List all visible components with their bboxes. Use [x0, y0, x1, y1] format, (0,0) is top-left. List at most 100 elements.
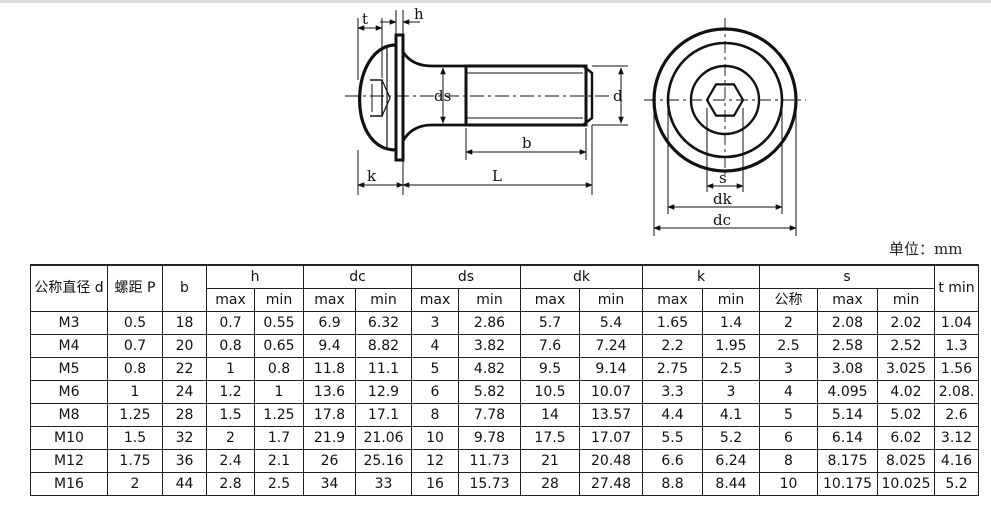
side-dimensions: [357, 10, 628, 195]
cell-dk-max: 10.5: [520, 380, 580, 404]
cell-b: 44: [162, 472, 207, 496]
subheader-s-min: min: [877, 288, 936, 312]
cell-d: M5: [30, 357, 108, 381]
cell-dc-max: 13.6: [303, 380, 356, 404]
cell-dk-min: 17.07: [579, 426, 643, 450]
cell-d: M3: [30, 311, 108, 335]
cell-h-max: 2: [206, 426, 255, 450]
cell-d: M16: [30, 472, 108, 496]
cell-s-nom: 3: [759, 357, 819, 381]
cell-p: 2: [107, 472, 163, 496]
subheader-s-nominal: 公称: [759, 288, 819, 312]
cell-s-max: 4.095: [817, 380, 879, 404]
label-d: d: [613, 87, 623, 105]
header-h: h: [206, 264, 304, 289]
head-dome: [358, 43, 397, 152]
cell-s-nom: 8: [759, 449, 819, 473]
cell-k-min: 3: [701, 380, 761, 404]
cell-h-min: 2.5: [254, 472, 304, 496]
cell-h-min: 2.1: [254, 449, 304, 473]
cell-s-min: 2.52: [877, 334, 936, 358]
cell-d: M8: [30, 403, 108, 427]
unit-label: 单位：mm: [889, 240, 963, 258]
subheader-h-min: min: [254, 288, 304, 312]
cell-h-min: 0.55: [254, 311, 304, 335]
subheader-s-max: max: [817, 288, 879, 312]
cell-ds-min: 9.78: [458, 426, 521, 450]
subheader-dc-max: max: [303, 288, 356, 312]
cell-t-min: 1.04: [934, 311, 980, 335]
cell-ds-min: 11.73: [458, 449, 521, 473]
cell-k-min: 4.1: [701, 403, 761, 427]
cell-h-max: 1.5: [206, 403, 255, 427]
cell-k-max: 5.5: [642, 426, 703, 450]
cell-s-nom: 4: [759, 380, 819, 404]
cell-ds-max: 5: [411, 357, 459, 381]
header-pitch: 螺距 P: [107, 264, 163, 312]
cell-b: 24: [162, 380, 207, 404]
header-row-1: 公称直径 d 螺距 P b h dc ds dk k s t min: [30, 264, 980, 312]
cell-h-max: 0.7: [206, 311, 255, 335]
cell-dk-max: 7.6: [520, 334, 580, 358]
header-nominal-diameter: 公称直径 d: [30, 264, 108, 312]
label-ds: ds: [434, 87, 451, 105]
cell-dk-min: 9.14: [579, 357, 643, 381]
cell-dk-max: 17.5: [520, 426, 580, 450]
cell-s-min: 5.02: [877, 403, 936, 427]
cell-ds-max: 6: [411, 380, 459, 404]
bolt-drawing: t h ds d b k L s dk dc: [345, 5, 806, 236]
cell-dc-min: 17.1: [355, 403, 412, 427]
cell-dc-max: 21.9: [303, 426, 356, 450]
header-k: k: [641, 264, 761, 289]
cell-dk-max: 14: [520, 403, 580, 427]
cell-s-nom: 6: [759, 426, 819, 450]
cell-s-nom: 5: [759, 403, 819, 427]
cell-s-nom: 10: [759, 472, 819, 496]
cell-dk-max: 5.7: [520, 311, 580, 335]
cell-ds-min: 7.78: [458, 403, 521, 427]
cell-ds-max: 8: [411, 403, 459, 427]
cell-s-min: 3.025: [877, 357, 936, 381]
cell-s-nom: 2.5: [759, 334, 819, 358]
cell-ds-max: 3: [411, 311, 459, 335]
cell-h-max: 2.4: [206, 449, 255, 473]
cell-h-min: 1: [254, 380, 304, 404]
cell-ds-max: 16: [411, 472, 459, 496]
cell-dc-max: 34: [303, 472, 356, 496]
flange: [394, 33, 405, 162]
cell-h-min: 1.25: [254, 403, 304, 427]
header-ds: ds: [411, 264, 521, 289]
cell-s-nom: 2: [759, 311, 819, 335]
header-dk: dk: [520, 264, 643, 289]
cell-dc-min: 25.16: [355, 449, 412, 473]
cell-k-min: 8.44: [701, 472, 761, 496]
cell-dc-min: 6.32: [355, 311, 412, 335]
label-s: s: [719, 169, 727, 187]
label-h: h: [414, 5, 424, 23]
side-labels: t h ds d b k L: [362, 5, 623, 185]
cell-ds-max: 12: [411, 449, 459, 473]
cell-h-max: 1.2: [206, 380, 255, 404]
cell-s-min: 6.02: [877, 426, 936, 450]
cell-t-min: 2.6: [934, 403, 980, 427]
cell-s-min: 10.025: [877, 472, 936, 496]
label-b: b: [522, 134, 532, 152]
subheader-ds-max: max: [411, 288, 459, 312]
cell-s-max: 2.58: [817, 334, 879, 358]
cell-d: M10: [30, 426, 108, 450]
cell-p: 1.5: [107, 426, 163, 450]
cell-k-max: 1.65: [642, 311, 703, 335]
cell-ds-min: 2.86: [458, 311, 521, 335]
cell-dc-min: 11.1: [355, 357, 412, 381]
cell-ds-min: 4.82: [458, 357, 521, 381]
header-t-min: t min: [934, 264, 980, 312]
cell-dk-min: 27.48: [579, 472, 643, 496]
cell-p: 1.75: [107, 449, 163, 473]
subheader-ds-min: min: [458, 288, 521, 312]
cell-t-min: 4.16: [934, 449, 980, 473]
